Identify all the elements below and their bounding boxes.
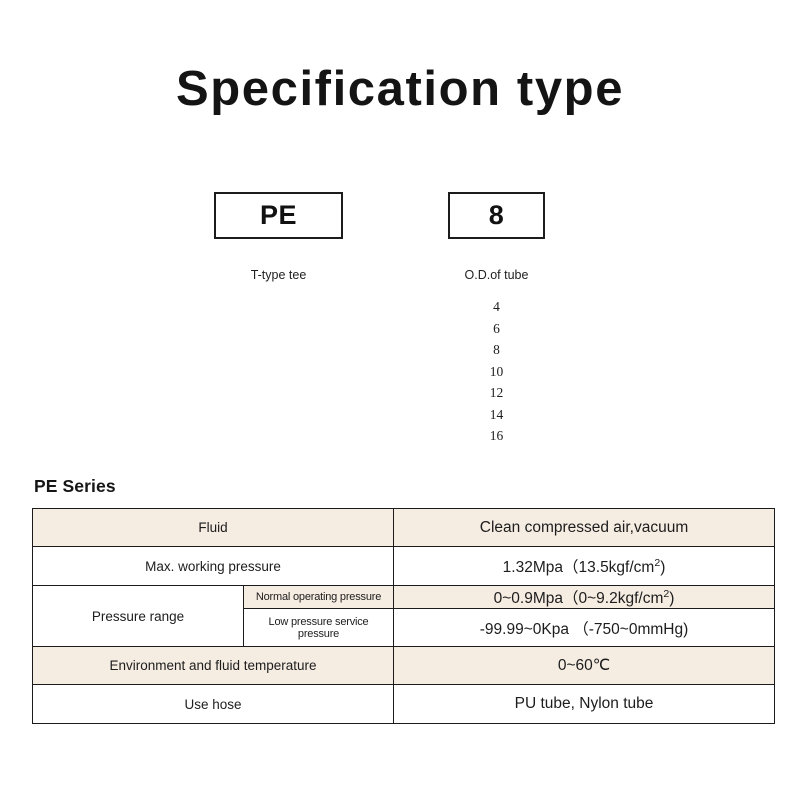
spec-caption-size: O.D.of tube <box>464 268 529 282</box>
list-item: 6 <box>493 320 500 336</box>
table-row: Environment and fluid temperature 0~60℃ <box>31 646 776 685</box>
value-superscript: 2 <box>663 587 670 600</box>
list-item: 8 <box>493 342 500 357</box>
value-paren-body: 0~9.2kgf/cm <box>578 590 664 607</box>
table-row: Low pressure service pressure -99.99~0Kp… <box>33 608 776 647</box>
value-superscript: 2 <box>654 556 661 569</box>
row-label-pressure-range: Pressure range <box>32 585 244 647</box>
value-paren-close: ) <box>660 559 666 576</box>
row-label-use-hose: Use hose <box>31 684 395 724</box>
table-row: Fluid Clean compressed air,vacuum <box>31 508 776 547</box>
table-row: Max. working pressure 1.32Mpa（13.5kgf/cm… <box>31 546 776 586</box>
page-title: Specification type <box>175 62 625 116</box>
specification-table: Fluid Clean compressed air,vacuum Max. w… <box>31 508 776 724</box>
spec-caption-type: T-type tee <box>250 268 307 282</box>
list-item: 14 <box>489 406 504 422</box>
table-row: Use hose PU tube, Nylon tube <box>31 684 776 724</box>
row-value-environment-fluid-temperature: 0~60℃ <box>393 646 776 685</box>
row-value-low-pressure-service-pressure: -99.99~0Kpa （-750~0mmHg) <box>393 608 776 647</box>
value-paren-close: ) <box>669 590 675 607</box>
row-label-max-working-pressure: Max. working pressure <box>31 546 395 586</box>
row-sublabel-low-pressure-service-pressure: Low pressure service pressure <box>242 608 395 647</box>
row-label-fluid: Fluid <box>31 508 395 547</box>
row-sublabel-normal-operating-pressure: Normal operating pressure <box>242 585 395 609</box>
value-paren-body: 13.5kgf/cm <box>578 559 655 576</box>
list-item: 10 <box>489 363 504 379</box>
tube-size-list: 4 6 8 10 12 14 16 <box>448 296 545 447</box>
list-item: 16 <box>489 428 504 443</box>
spec-code-box-size: 8 <box>448 192 545 239</box>
list-item: 4 <box>493 299 500 314</box>
row-value-use-hose: PU tube, Nylon tube <box>393 684 776 724</box>
list-item: 12 <box>489 385 504 400</box>
table-row: Pressure range Normal operating pressure… <box>32 585 776 647</box>
value-paren-open: （ <box>563 559 579 576</box>
series-heading: PE Series <box>34 476 116 496</box>
row-value-fluid: Clean compressed air,vacuum <box>393 508 776 547</box>
spec-code-box-type: PE <box>214 192 343 239</box>
value-main: 0~0.9Mpa <box>493 590 563 607</box>
row-label-environment-fluid-temperature: Environment and fluid temperature <box>31 646 395 685</box>
value-main: 1.32Mpa <box>502 559 563 576</box>
row-value-normal-operating-pressure: 0~0.9Mpa（0~9.2kgf/cm2) <box>393 585 776 609</box>
value-paren-open: （ <box>562 590 579 607</box>
specification-selector: PE 8 T-type tee O.D.of tube 4 6 8 10 12 … <box>214 192 545 447</box>
row-value-max-working-pressure: 1.32Mpa（13.5kgf/cm2) <box>393 546 776 586</box>
